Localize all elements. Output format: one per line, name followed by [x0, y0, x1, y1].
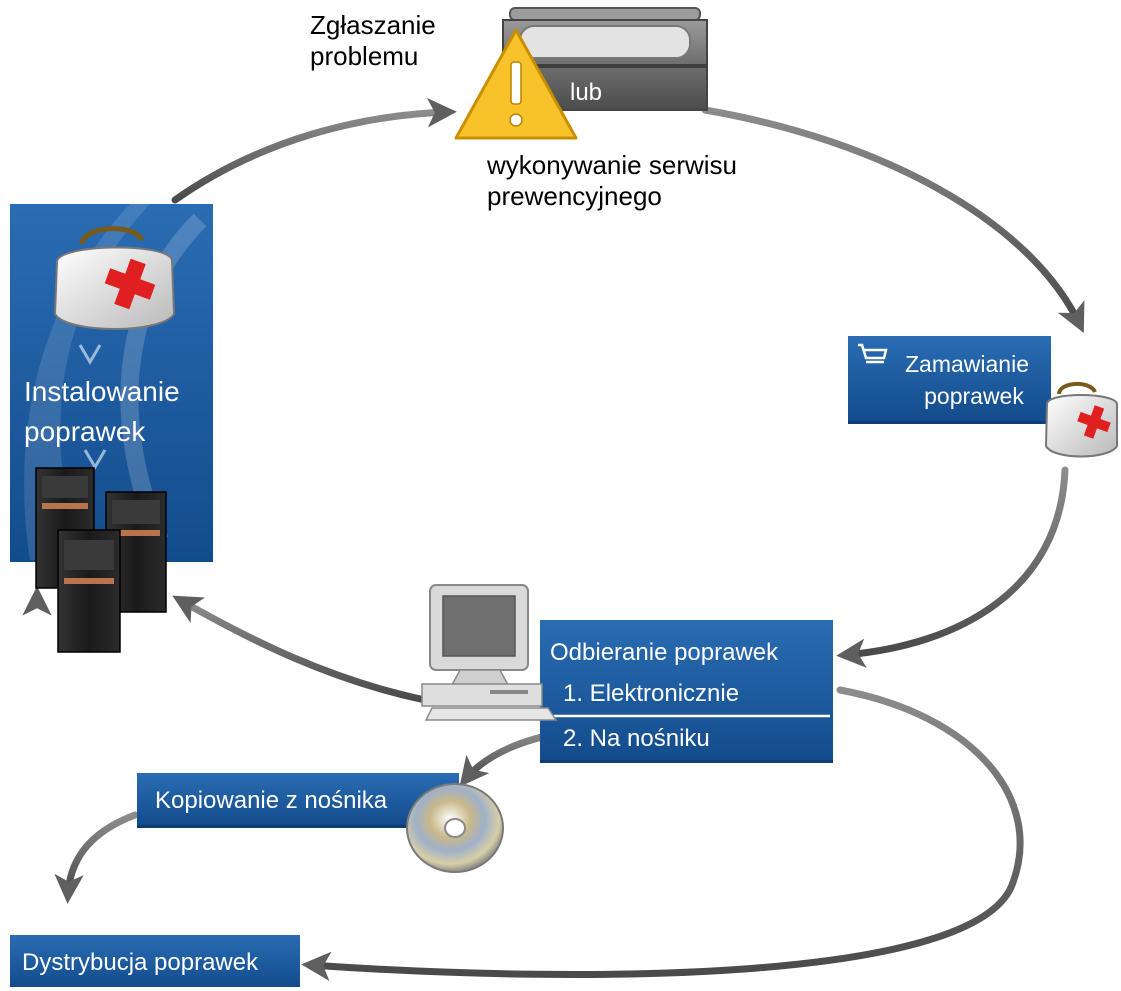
arrow-order-to-receive [836, 466, 1069, 668]
preventive-service-label: wykonywanie serwisu prewencyjnego [487, 150, 737, 211]
medical-bag-icon [1044, 382, 1118, 458]
server-towers-icon [35, 467, 167, 653]
arrow-receive-to-install [172, 595, 429, 704]
computer-icon [421, 584, 558, 721]
arrow-report-to-order [701, 106, 1085, 333]
receive-fixes-panel [540, 620, 833, 763]
receive-option-electronic: 1. Elektronicznie [563, 680, 740, 707]
cycle-arrows [22, 98, 1085, 982]
medical-bag-icon [53, 226, 176, 330]
arrow-receive-to-distribute [301, 686, 1024, 982]
receive-option-media: 2. Na nośniku [563, 725, 710, 752]
order-fixes-label: Zamawianie poprawek [905, 351, 1029, 409]
report-problem-label: Zgłaszanie problemu [310, 10, 436, 71]
warning-triangle-icon [454, 28, 578, 140]
arrow-copy-to-distribute [54, 811, 139, 904]
copy-from-media-panel [137, 773, 459, 828]
distribute-fixes-label: Dystrybucja poprawek [22, 949, 259, 976]
arrow-install-to-report [171, 98, 457, 204]
shopping-cart-icon [858, 343, 888, 364]
receive-fixes-title: Odbieranie poprawek [550, 639, 779, 666]
copy-from-media-label: Kopiowanie z nośnika [155, 787, 388, 814]
distribute-fixes-panel [10, 935, 300, 987]
install-fixes-label: Instalowanie poprawek [24, 376, 180, 447]
cd-disc-icon [406, 783, 504, 873]
or-label: lub [570, 79, 603, 106]
